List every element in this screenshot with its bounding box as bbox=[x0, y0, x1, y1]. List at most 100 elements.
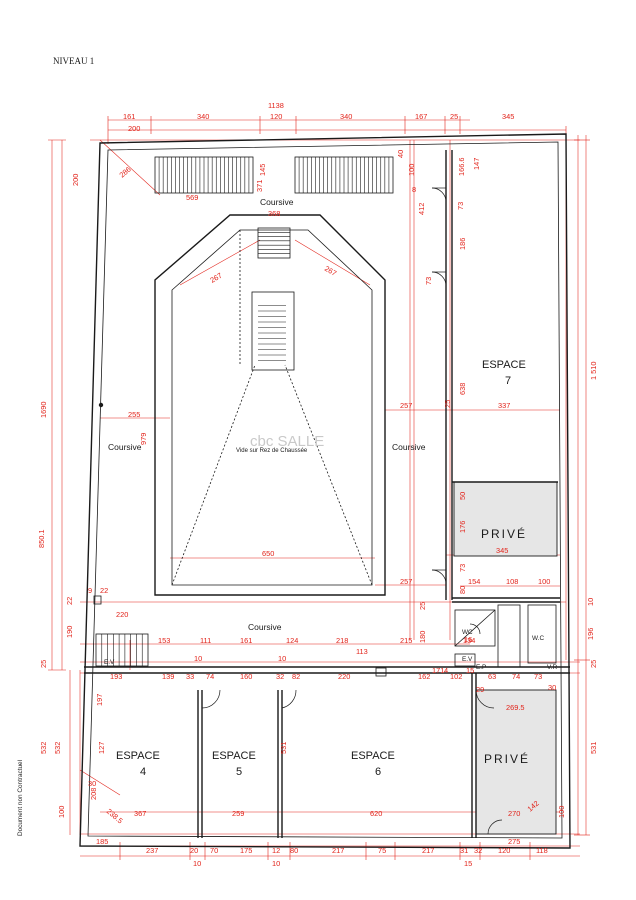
dim-value: 267 bbox=[209, 271, 224, 285]
dim-value: 161 bbox=[123, 112, 135, 121]
dim-value: 32 bbox=[276, 672, 284, 681]
dim-value: 30 bbox=[88, 779, 96, 788]
room-labels: ESPACE 7 PRIVÉ ESPACE 4 ESPACE 5 ESPACE … bbox=[116, 359, 530, 778]
dim-value: 10 bbox=[586, 598, 595, 606]
dim-value: 74 bbox=[512, 672, 520, 681]
dim-value: 25 bbox=[450, 112, 458, 121]
door-swings bbox=[201, 187, 503, 835]
dim-value: 73 bbox=[456, 202, 465, 210]
dim-value: 275 bbox=[508, 837, 520, 846]
dim-value: 32 bbox=[474, 846, 482, 855]
dim-value: 20 bbox=[190, 846, 198, 855]
dimension-values: 161 340 1138 120 340 167 25 345 200 1 51… bbox=[37, 101, 598, 868]
dim-value: 1690 bbox=[39, 402, 48, 418]
dim-value: 193 bbox=[110, 672, 122, 681]
dim-value: 257 bbox=[400, 577, 412, 586]
dim-value: 257 bbox=[400, 401, 412, 410]
dim-value: 531 bbox=[279, 742, 288, 754]
dim-value: 850.1 bbox=[37, 530, 46, 549]
dim-value: 532 bbox=[53, 742, 62, 754]
dim-value: 145 bbox=[258, 164, 267, 176]
dim-value: 100 bbox=[557, 806, 566, 818]
area-labels: Coursive Coursive Coursive Coursive Vide… bbox=[104, 197, 557, 671]
dim-value: 218 bbox=[336, 636, 348, 645]
dim-value: 147 bbox=[472, 158, 481, 170]
dim-value: 160 bbox=[240, 672, 252, 681]
espace-7-label: ESPACE bbox=[482, 359, 526, 371]
dim-value: 120 bbox=[270, 112, 282, 121]
dim-value: 15 bbox=[466, 666, 474, 675]
dim-value: 25 bbox=[589, 660, 598, 668]
dim-value: 215 bbox=[400, 636, 412, 645]
ev-label-2: E.V bbox=[104, 659, 115, 666]
dim-value: 217 bbox=[332, 846, 344, 855]
dim-value: 29 bbox=[476, 685, 484, 694]
dim-value: 10 bbox=[194, 654, 202, 663]
coursive-right-label: Coursive bbox=[392, 442, 426, 452]
dim-value: 127 bbox=[97, 742, 106, 754]
dim-value: 15 bbox=[464, 859, 472, 868]
dim-value: 371 bbox=[255, 180, 264, 192]
vr-label: V.R bbox=[547, 664, 557, 671]
dim-value: 120 bbox=[498, 846, 510, 855]
dim-value: 10 bbox=[272, 859, 280, 868]
dim-value: 340 bbox=[340, 112, 352, 121]
dim-value: 620 bbox=[370, 809, 382, 818]
dim-value: 40 bbox=[396, 150, 405, 158]
dim-value: 154 bbox=[468, 577, 480, 586]
dim-value: 100 bbox=[57, 806, 66, 818]
dim-value: 650 bbox=[262, 549, 274, 558]
plan-title: NIVEAU 1 bbox=[53, 56, 94, 66]
dim-value: 100 bbox=[538, 577, 550, 586]
dim-value: 220 bbox=[338, 672, 350, 681]
espace-7-number: 7 bbox=[505, 375, 511, 387]
dim-value: 238.5 bbox=[105, 807, 125, 826]
dim-value: 111 bbox=[200, 636, 211, 645]
staircase-central bbox=[251, 227, 295, 371]
dim-value: 340 bbox=[197, 112, 209, 121]
ep-label: E.P bbox=[476, 664, 486, 671]
dim-value: 267 bbox=[323, 264, 338, 278]
dim-value: 50 bbox=[458, 492, 467, 500]
dim-value: 162 bbox=[418, 672, 430, 681]
dim-value: 124 bbox=[286, 636, 298, 645]
dim-value: 337 bbox=[498, 401, 510, 410]
watermark-logo: cbc SALLE bbox=[250, 433, 324, 450]
dim-value: 73 bbox=[424, 277, 433, 285]
dim-value: 412 bbox=[417, 203, 426, 215]
central-void bbox=[154, 214, 386, 596]
coursive-left-label: Coursive bbox=[108, 442, 142, 452]
void-label: Vide sur Rez de Chaussée bbox=[236, 448, 308, 454]
dim-value: 4 bbox=[444, 666, 448, 675]
dim-value: 208 bbox=[89, 788, 98, 800]
dim-value: 196 bbox=[586, 628, 595, 640]
dim-value: 171 bbox=[432, 666, 444, 675]
disclaimer-note: Document non Contractuel bbox=[17, 760, 24, 836]
dim-value: 16 bbox=[464, 635, 472, 644]
coursive-bottom-label: Coursive bbox=[248, 622, 282, 632]
private-zone-top bbox=[453, 481, 558, 557]
dim-value: 113 bbox=[356, 647, 368, 656]
dim-value: 100 bbox=[407, 164, 416, 176]
dim-value: 70 bbox=[210, 846, 218, 855]
dim-value: 75 bbox=[378, 846, 386, 855]
dim-value: 200 bbox=[128, 124, 140, 133]
dim-value: 167 bbox=[415, 112, 427, 121]
dim-value: 33 bbox=[186, 672, 194, 681]
dim-value: 638 bbox=[458, 383, 467, 395]
dim-value: 9 bbox=[88, 586, 92, 595]
dim-value: 134 bbox=[463, 636, 475, 645]
dim-value: 531 bbox=[589, 742, 598, 754]
dim-value: 255 bbox=[128, 410, 140, 419]
espace-6-label: ESPACE bbox=[351, 750, 395, 762]
dim-value: 532 bbox=[39, 742, 48, 754]
prive-bottom-label: PRIVÉ bbox=[484, 751, 530, 766]
dim-value: 270 bbox=[508, 809, 520, 818]
dim-value: 25 bbox=[418, 602, 427, 610]
dim-value: 80 bbox=[458, 586, 467, 594]
dim-value: 108 bbox=[506, 577, 518, 586]
dim-value: 82 bbox=[292, 672, 300, 681]
dim-value: 237 bbox=[146, 846, 158, 855]
dim-value: 345 bbox=[502, 112, 514, 121]
